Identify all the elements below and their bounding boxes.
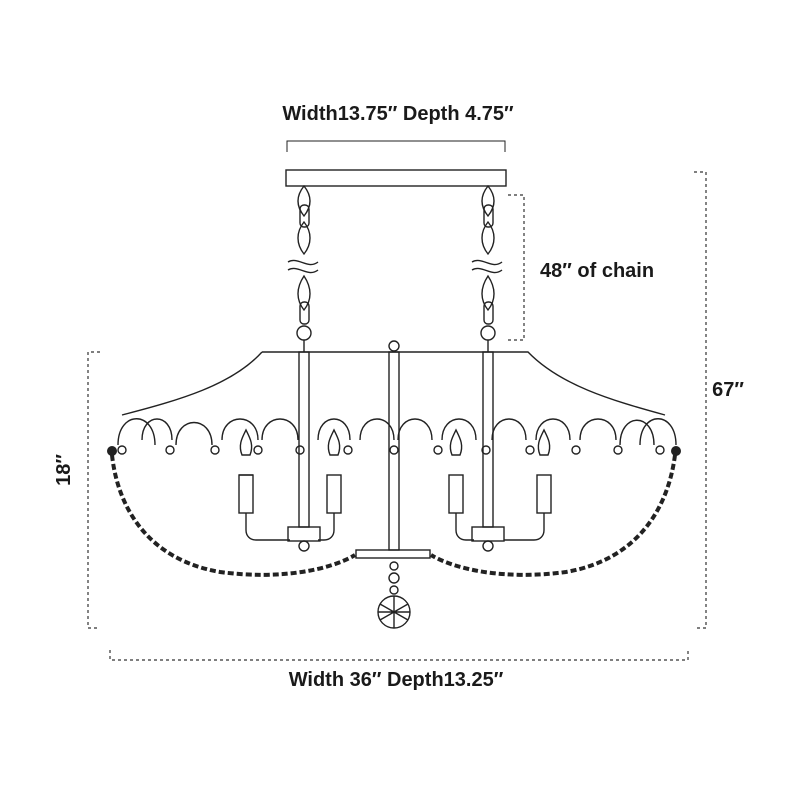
fixture-height-label: 18″ (53, 454, 75, 486)
fixture-height-line (87, 351, 100, 629)
right-chain (471, 184, 503, 352)
fixture-dimension-label: Width 36″ Depth13.25″ (289, 669, 504, 691)
chain-dimension-bracket (508, 194, 525, 341)
chain-length-label: 48″ of chain (540, 260, 654, 282)
canopy-dimension-line (286, 140, 506, 152)
fixture-width-line (109, 650, 689, 661)
beaded-swag (107, 446, 681, 577)
canopy-dimension-label: Width13.75″ Depth 4.75″ (282, 103, 514, 125)
crystal-pendant (355, 549, 431, 629)
top-frame (262, 351, 666, 416)
canopy-plate (285, 169, 507, 187)
overall-height-label: 67″ (712, 379, 744, 401)
top-frame-left (121, 351, 263, 416)
overall-height-line (694, 171, 707, 629)
left-chain (287, 184, 319, 352)
scallop-row (117, 418, 677, 455)
candle-lights (238, 428, 552, 552)
